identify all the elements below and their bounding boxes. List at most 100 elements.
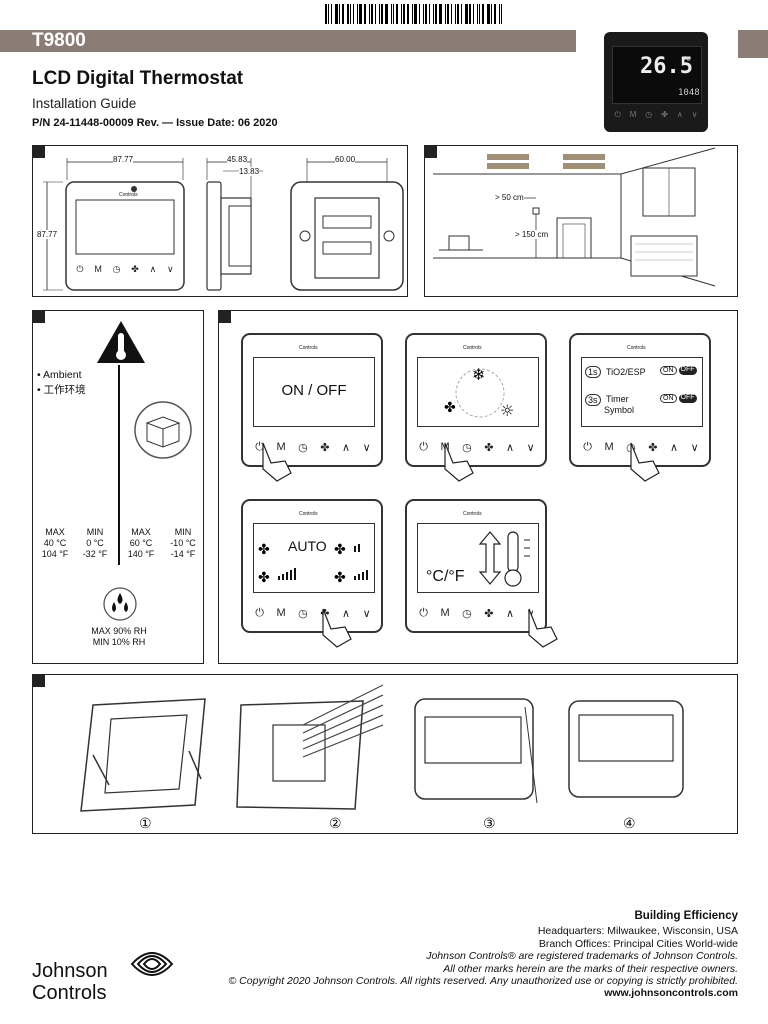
website-link[interactable]: www.johnsoncontrols.com xyxy=(604,987,738,1000)
down-button[interactable]: ∨ xyxy=(690,442,699,454)
step-3-label: ③ xyxy=(483,815,496,831)
clock-icon: ◷ xyxy=(645,110,653,119)
fan-button[interactable]: ✤ xyxy=(320,442,330,454)
svg-text:✤: ✤ xyxy=(258,570,270,586)
height-above-floor: > 150 cm xyxy=(515,230,549,239)
barcode-bar xyxy=(342,4,344,24)
device-onoff: Controls ON / OFF ⏻ M ◷ ✤ ∧ ∨ xyxy=(241,333,383,482)
operating-max-f: 104 °F xyxy=(41,549,69,559)
operating-max-c: 40 °C xyxy=(43,538,67,548)
fan-button[interactable]: ✤ xyxy=(648,442,658,454)
on-label: ON xyxy=(660,366,677,375)
barcode-bar xyxy=(429,4,430,24)
barcode-bar xyxy=(433,4,434,24)
wiring-drawing xyxy=(236,684,384,810)
other-marks-notice: All other marks herein are the marks of … xyxy=(443,962,738,975)
timer-time: 3s xyxy=(585,394,601,406)
division-name: Building Efficiency xyxy=(634,910,738,922)
press-hand-icon xyxy=(528,608,558,648)
up-button[interactable]: ∧ xyxy=(506,608,515,620)
mode-icon: M xyxy=(629,110,637,119)
storage-min-c: -10 °C xyxy=(170,538,196,548)
dim-depth-body: 13.83 xyxy=(239,167,260,176)
fan-button[interactable]: ✤ xyxy=(484,442,494,454)
timer-label-symbol: Symbol xyxy=(604,405,635,415)
attach-front-drawing xyxy=(414,698,538,804)
barcode-bar xyxy=(391,4,392,24)
svg-text:✤: ✤ xyxy=(334,542,346,558)
up-icon: ∧ xyxy=(676,110,683,119)
dim-height: 87.77 xyxy=(37,230,58,239)
down-icon: ∨ xyxy=(691,110,698,119)
barcode-bar xyxy=(482,4,484,24)
dimension-drawing xyxy=(43,158,404,291)
up-button[interactable]: ∧ xyxy=(342,442,351,454)
auto-text: AUTO xyxy=(288,538,327,554)
press-hand-icon xyxy=(262,442,292,482)
brand-label: Controls xyxy=(463,511,482,517)
barcode-bar xyxy=(339,4,340,24)
barcode-bar xyxy=(469,4,471,24)
barcode-bar xyxy=(353,4,354,24)
device-fan: Controls AUTO ✤ ✤ ✤ ✤ ⏻ M ◷ ✤ ∧ ∨ xyxy=(241,499,383,648)
press-hand-icon xyxy=(322,608,352,648)
trademark-notice: Johnson Controls® are registered tradema… xyxy=(426,950,738,963)
panel-marker xyxy=(218,310,231,323)
svg-text:✤: ✤ xyxy=(444,400,456,416)
model-title-bar: T9800 xyxy=(0,30,576,52)
tio2-toggle[interactable]: ON OFF xyxy=(660,366,697,375)
device-buttons: ⏻ M ◷ ✤ ∧ ∨ xyxy=(249,607,377,620)
clock-button[interactable]: ◷ xyxy=(298,442,308,454)
power-button[interactable]: ⏻ xyxy=(255,607,264,619)
thermometer-warning-icon xyxy=(97,321,145,363)
thermostat-photo: 26.5 °c 1048 ⏻ M ◷ ✤ ∧ ∨ xyxy=(604,32,708,132)
part-number: P/N 24-11448-00009 Rev. — Issue Date: 06… xyxy=(32,117,278,129)
storage-max-f: 140 °F xyxy=(127,549,155,559)
barcode-bar xyxy=(419,4,420,24)
power-button[interactable]: ⏻ xyxy=(255,441,264,453)
svg-text:✤: ✤ xyxy=(258,542,270,558)
operating-min-f: -32 °F xyxy=(82,549,108,559)
clock-button[interactable]: ◷ xyxy=(462,442,472,454)
header-accent-bar xyxy=(738,30,768,58)
down-button[interactable]: ∨ xyxy=(362,608,371,620)
mode-button[interactable]: M xyxy=(604,441,614,453)
down-button[interactable]: ∨ xyxy=(362,442,371,454)
barcode-bar xyxy=(457,4,459,24)
mode-button[interactable]: M xyxy=(276,607,286,619)
front-buttons: ⏻ M ◷ ✤ ∧ ∨ xyxy=(71,264,179,275)
clock-button[interactable]: ◷ xyxy=(298,608,308,620)
dim-front-width: 87.77 xyxy=(113,155,134,164)
photo-buttons: ⏻ M ◷ ✤ ∧ ∨ xyxy=(610,110,702,120)
fan-speed-icons: ✤ ✤ ✤ ✤ xyxy=(258,542,368,586)
mode-button[interactable]: M xyxy=(440,607,450,619)
barcode-bar xyxy=(447,4,449,24)
power-button[interactable]: ⏻ xyxy=(419,607,428,619)
barcode-bar xyxy=(479,4,480,24)
up-button[interactable]: ∧ xyxy=(506,442,515,454)
timer-toggle[interactable]: ON OFF xyxy=(660,394,697,403)
mounting-panel: > 50 cm > 150 cm xyxy=(424,145,738,297)
mode-button[interactable]: M xyxy=(276,441,286,453)
device-mode: Controls ❄ ✤ ☼ ⏻ M ◷ ✤ ∧ ∨ xyxy=(405,333,547,482)
document-subtitle: Installation Guide xyxy=(32,96,137,111)
power-button[interactable]: ⏻ xyxy=(419,441,428,453)
up-button[interactable]: ∧ xyxy=(342,608,351,620)
barcode-bar xyxy=(425,4,427,24)
logo-text-line1: Johnson xyxy=(32,960,108,982)
fan-button[interactable]: ✤ xyxy=(484,608,494,620)
power-button[interactable]: ⏻ xyxy=(583,441,592,453)
svg-text:☼: ☼ xyxy=(500,401,514,420)
barcode-bar xyxy=(331,4,332,24)
up-button[interactable]: ∧ xyxy=(670,442,679,454)
mode-cycle-icons: ❄ ✤ ☼ xyxy=(444,365,514,420)
photo-temperature: 26.5 xyxy=(640,54,693,79)
svg-text:✤: ✤ xyxy=(334,570,346,586)
clock-button[interactable]: ◷ xyxy=(462,608,472,620)
barcode-bar xyxy=(439,4,442,24)
onoff-screen: ON / OFF xyxy=(253,357,375,427)
down-button[interactable]: ∨ xyxy=(526,442,535,454)
up-icon: ∧ xyxy=(149,264,157,274)
operating-min: MIN 0 °C -32 °F xyxy=(77,527,113,560)
barcode-bar xyxy=(381,4,383,24)
